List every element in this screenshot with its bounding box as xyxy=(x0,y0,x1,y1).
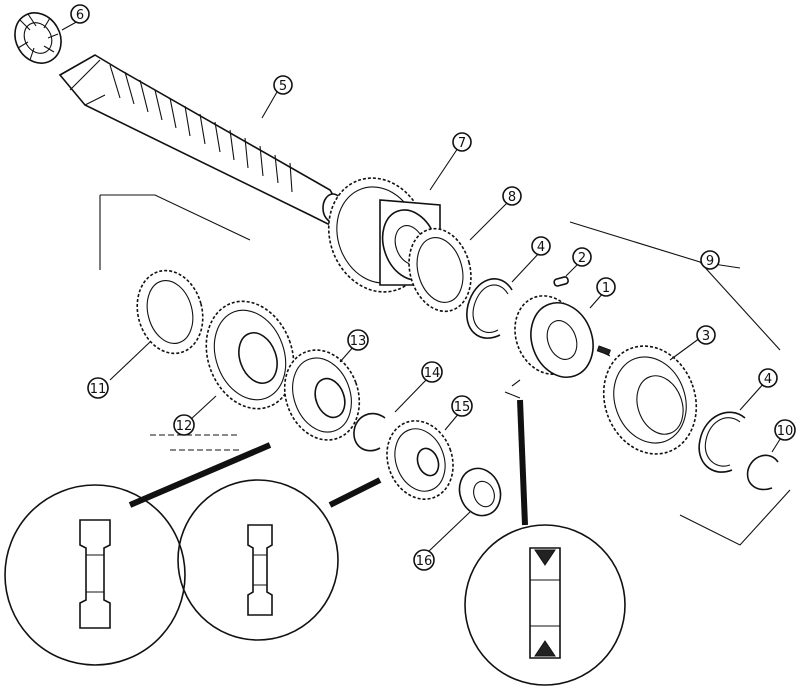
svg-text:8: 8 xyxy=(508,190,516,205)
svg-text:14: 14 xyxy=(424,366,441,381)
svg-text:6: 6 xyxy=(76,8,84,23)
synchro-ring-11 xyxy=(136,269,204,355)
synchro-hub-1 xyxy=(504,295,611,399)
svg-text:12: 12 xyxy=(176,419,193,434)
snap-ring-14 xyxy=(353,412,386,452)
synchro-ring-8 xyxy=(408,227,472,313)
callout-12: 12 xyxy=(173,414,195,436)
callout-labels: 6 5 7 8 4 2 9 1 xyxy=(70,4,796,571)
svg-text:7: 7 xyxy=(458,136,466,151)
detail-circle-gear-12 xyxy=(4,484,186,666)
callout-3: 3 xyxy=(696,325,716,345)
svg-text:9: 9 xyxy=(706,254,714,269)
gear-7 xyxy=(327,177,441,293)
bearing-16 xyxy=(458,467,502,517)
svg-text:16: 16 xyxy=(416,554,433,569)
callout-2: 2 xyxy=(572,247,592,267)
svg-text:3: 3 xyxy=(702,329,710,344)
callout-4-upper: 4 xyxy=(531,236,551,256)
callout-7: 7 xyxy=(452,132,472,152)
synchro-sleeve-3 xyxy=(602,345,698,455)
svg-text:10: 10 xyxy=(777,424,794,439)
callout-4-lower: 4 xyxy=(758,368,778,388)
callout-10: 10 xyxy=(774,419,796,441)
callout-9: 9 xyxy=(700,250,720,270)
gear-12 xyxy=(205,300,295,410)
detail-circle-gear-13 xyxy=(177,479,339,641)
detail-pointers xyxy=(128,399,528,526)
svg-text:15: 15 xyxy=(454,400,471,415)
callout-13: 13 xyxy=(347,329,369,351)
output-shaft xyxy=(58,54,347,226)
callout-14: 14 xyxy=(421,361,443,383)
shaft-bearing xyxy=(14,12,62,64)
svg-text:2: 2 xyxy=(578,251,586,266)
snap-ring-4-lower xyxy=(698,411,746,473)
callout-1: 1 xyxy=(596,277,616,297)
callout-15: 15 xyxy=(451,395,473,417)
svg-text:11: 11 xyxy=(90,382,107,397)
callout-6: 6 xyxy=(70,4,90,24)
svg-text:4: 4 xyxy=(764,372,772,387)
svg-text:1: 1 xyxy=(602,281,610,296)
gear-13 xyxy=(283,349,361,441)
detail-circle-sleeve-1 xyxy=(464,524,626,686)
gear-15 xyxy=(386,420,454,500)
callout-8: 8 xyxy=(502,186,522,206)
svg-text:5: 5 xyxy=(279,79,287,94)
svg-text:13: 13 xyxy=(350,334,367,349)
snap-ring-10 xyxy=(746,454,779,491)
callout-11: 11 xyxy=(87,377,109,399)
svg-text:4: 4 xyxy=(537,240,545,255)
snap-ring-4-upper xyxy=(466,278,513,339)
callout-16: 16 xyxy=(413,549,435,571)
callout-5: 5 xyxy=(273,75,293,95)
synchro-key-2 xyxy=(553,276,569,287)
